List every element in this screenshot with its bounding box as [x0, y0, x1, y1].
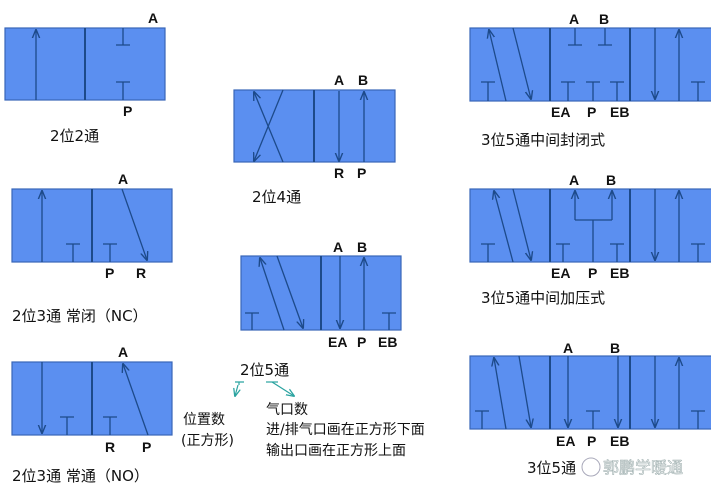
caption: 2位3通 常通（NO）	[12, 467, 149, 485]
valve-2-4: A B R P 2位4通	[233, 72, 396, 206]
port-a-label: A	[148, 10, 158, 26]
port-p-label: P	[123, 103, 132, 119]
caption: 3位5通	[527, 459, 576, 477]
port-eb-label: EB	[378, 334, 397, 350]
port-b-label: B	[358, 72, 368, 88]
valve-3-5-third: A B EA P EB 3位5通	[469, 340, 711, 477]
port-a-label: A	[118, 171, 128, 187]
caption: 2位2通	[50, 127, 99, 145]
port-a-label: A	[569, 172, 579, 188]
port-p-label: P	[105, 265, 114, 281]
position-bracket	[235, 381, 244, 385]
port-a-label: A	[563, 340, 573, 356]
port-ea-label: EA	[551, 265, 570, 281]
port-eb-label: EB	[610, 433, 629, 449]
port-a-label: A	[334, 72, 344, 88]
port-r-label: R	[136, 265, 146, 281]
legend-positions-title: 位置数	[183, 412, 225, 428]
legend-ports-line1: 进/排气口画在正方形下面	[266, 422, 425, 438]
port-eb-label: EB	[610, 265, 629, 281]
legend-ports-line2: 输出口画在正方形上面	[266, 443, 406, 459]
port-p-label: P	[142, 439, 151, 455]
valve-2-2: A P 2位2通	[4, 10, 166, 145]
watermark-text: 郭鹏学暖通	[603, 458, 683, 477]
watermark: 郭鹏学暖通	[581, 457, 683, 477]
caption: 2位5通	[240, 361, 289, 379]
port-p-label: P	[587, 433, 596, 449]
port-r-label: R	[105, 439, 115, 455]
caption: 2位4通	[252, 188, 301, 206]
port-p-label: P	[587, 104, 596, 120]
port-ea-label: EA	[551, 104, 570, 120]
port-b-label: B	[606, 172, 616, 188]
port-b-label: B	[610, 340, 620, 356]
valve-2-5: A B EA P EB 2位5通 位置数 (正方形) 气口数 进/排气口画在正方…	[181, 239, 425, 459]
port-p-label: P	[357, 165, 366, 181]
port-p-label: P	[588, 265, 597, 281]
port-ea-label: EA	[556, 433, 575, 449]
port-a-label: A	[333, 239, 343, 255]
caption: 2位3通 常闭（NC）	[12, 307, 148, 325]
wechat-logo-icon	[581, 457, 601, 477]
port-a-label: A	[569, 11, 579, 27]
valve-3-5-closed-center: A B EA P EB 3位5通中间封闭式	[469, 11, 711, 149]
port-a-label: A	[118, 344, 128, 360]
caption: 3位5通中间加压式	[481, 289, 605, 307]
valve-3-5-pressure-center: A B EA P EB 3位5通中间加压式	[469, 172, 711, 307]
port-b-label: B	[599, 11, 609, 27]
caption: 3位5通中间封闭式	[481, 131, 605, 149]
valve-2-3-no: A R P 2位3通 常通（NO）	[11, 344, 173, 485]
legend-positions-sub: (正方形)	[181, 433, 234, 449]
port-ea-label: EA	[328, 334, 347, 350]
valve-2-3-nc: A P R 2位3通 常闭（NC）	[11, 171, 173, 325]
legend-ports-title: 气口数	[266, 402, 308, 418]
port-b-label: B	[357, 239, 367, 255]
port-p-label: P	[357, 334, 366, 350]
port-r-label: R	[334, 165, 344, 181]
port-eb-label: EB	[610, 104, 629, 120]
